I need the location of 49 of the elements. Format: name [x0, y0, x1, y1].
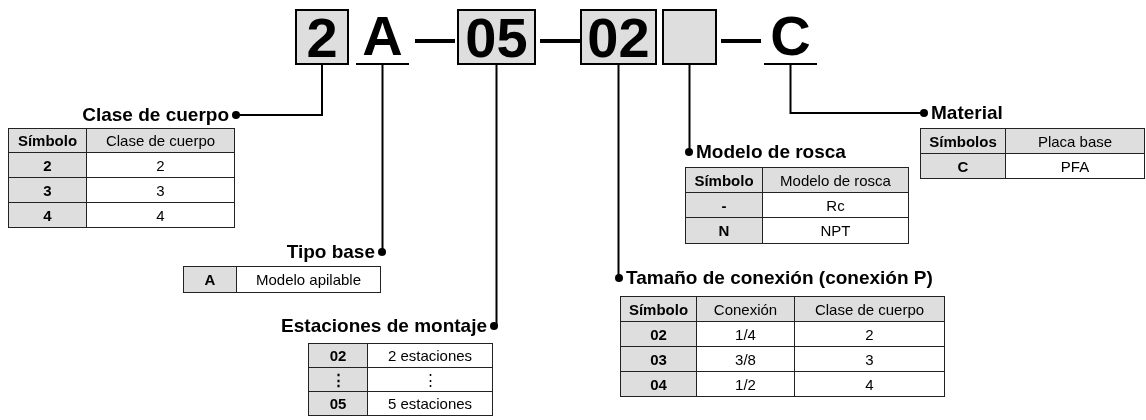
code-cell: C — [920, 153, 1006, 179]
code-cell: 2 — [8, 152, 87, 178]
code-cell: 02 — [308, 343, 368, 368]
value-cell: 2 estaciones — [367, 343, 493, 368]
value-cell: 5 estaciones — [367, 391, 493, 416]
code-cell: 04 — [620, 371, 697, 397]
value-cell: PFA — [1005, 153, 1145, 179]
code-cell: 05 — [308, 391, 368, 416]
code-segment: A — [356, 9, 409, 65]
value-cell: NPT — [762, 217, 909, 244]
option-heading: Tipo base — [286, 240, 379, 264]
value-cell: 4 — [794, 371, 945, 397]
option-heading: Tamaño de conexión (conexión P) — [622, 266, 933, 290]
code-cell: ⋮ — [308, 367, 368, 392]
column-header: Conexión — [696, 296, 795, 322]
code-segment-box: 02 — [580, 9, 657, 65]
column-header: Símbolos — [920, 128, 1006, 154]
code-segment-box: 2 — [295, 9, 349, 65]
code-cell: 4 — [8, 202, 87, 228]
blank-code-box — [662, 9, 717, 65]
leader-line — [789, 64, 928, 117]
column-header: Símbolo — [620, 296, 697, 322]
code-cell: - — [685, 192, 763, 218]
option-heading: Modelo de rosca — [692, 140, 846, 164]
leader-line — [615, 64, 623, 282]
value-cell: 4 — [86, 202, 235, 228]
option-heading: Estaciones de montaje — [281, 314, 491, 338]
code-segment-box: 05 — [457, 9, 536, 65]
code-cell: N — [685, 217, 763, 244]
column-header: Símbolo — [685, 167, 763, 193]
code-cell: A — [183, 266, 237, 293]
separator-dash: — — [540, 18, 580, 58]
separator-dash: — — [721, 18, 761, 58]
leader-line — [378, 64, 386, 256]
code-cell: 3 — [8, 177, 87, 203]
column-header: Clase de cuerpo — [794, 296, 945, 322]
leader-line — [490, 64, 498, 330]
code-segment: C — [764, 9, 817, 65]
leader-line — [232, 64, 323, 119]
code-cell: 03 — [620, 346, 697, 372]
value-cell: Modelo apilable — [236, 266, 381, 293]
code-cell: 02 — [620, 321, 697, 347]
column-header: Clase de cuerpo — [86, 128, 235, 153]
separator-dash: — — [415, 18, 455, 58]
option-heading: Clase de cuerpo — [82, 103, 233, 127]
option-heading: Material — [927, 101, 1003, 125]
column-header: Modelo de rosca — [762, 167, 909, 193]
leader-line — [685, 64, 693, 156]
column-header: Placa base — [1005, 128, 1145, 154]
